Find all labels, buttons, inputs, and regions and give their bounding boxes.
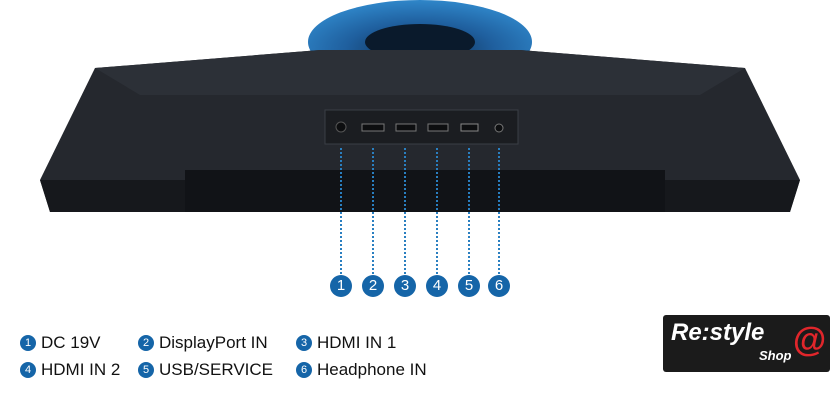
legend-item: 3 HDMI IN 1 xyxy=(296,333,396,353)
legend-item: 1 DC 19V xyxy=(20,333,101,353)
callout-5: 5 xyxy=(458,275,480,297)
hdmi1-port xyxy=(395,123,417,132)
usb-port xyxy=(460,123,479,132)
callout-1: 1 xyxy=(330,275,352,297)
legend-label: DisplayPort IN xyxy=(159,333,268,352)
legend-number: 6 xyxy=(296,362,312,378)
callout-lines xyxy=(340,148,500,274)
callout-6: 6 xyxy=(488,275,510,297)
hdmi2-port xyxy=(427,123,449,132)
legend-label: HDMI IN 1 xyxy=(317,333,397,352)
callout-3: 3 xyxy=(394,275,416,297)
legend-label: Headphone IN xyxy=(317,360,427,379)
logo-at-symbol: @ xyxy=(793,321,827,359)
callout-2: 2 xyxy=(362,275,384,297)
monitor-body xyxy=(40,0,800,212)
logo-main-text: Re:style xyxy=(671,319,765,346)
legend-item: 4 HDMI IN 2 xyxy=(20,360,120,380)
legend-number: 3 xyxy=(296,335,312,351)
legend-label: USB/SERVICE xyxy=(159,360,274,379)
ports xyxy=(335,121,504,133)
callout-4: 4 xyxy=(426,275,448,297)
legend-number: 4 xyxy=(20,362,36,378)
legend-number: 1 xyxy=(20,335,36,351)
logo-sub-text: Shop xyxy=(759,348,792,363)
legend-number: 2 xyxy=(138,335,154,351)
legend-item: 2 DisplayPort IN xyxy=(138,333,268,353)
headphone-port xyxy=(494,123,504,133)
legend-label: DC 19V xyxy=(41,333,101,352)
legend-item: 5 USB/SERVICE xyxy=(138,360,273,380)
legend-label: HDMI IN 2 xyxy=(41,360,121,379)
restyle-shop-logo: @ Re:style Shop xyxy=(663,315,830,372)
displayport-port xyxy=(361,123,385,132)
dc-port xyxy=(335,121,347,133)
legend-number: 5 xyxy=(138,362,154,378)
legend-item: 6 Headphone IN xyxy=(296,360,427,380)
